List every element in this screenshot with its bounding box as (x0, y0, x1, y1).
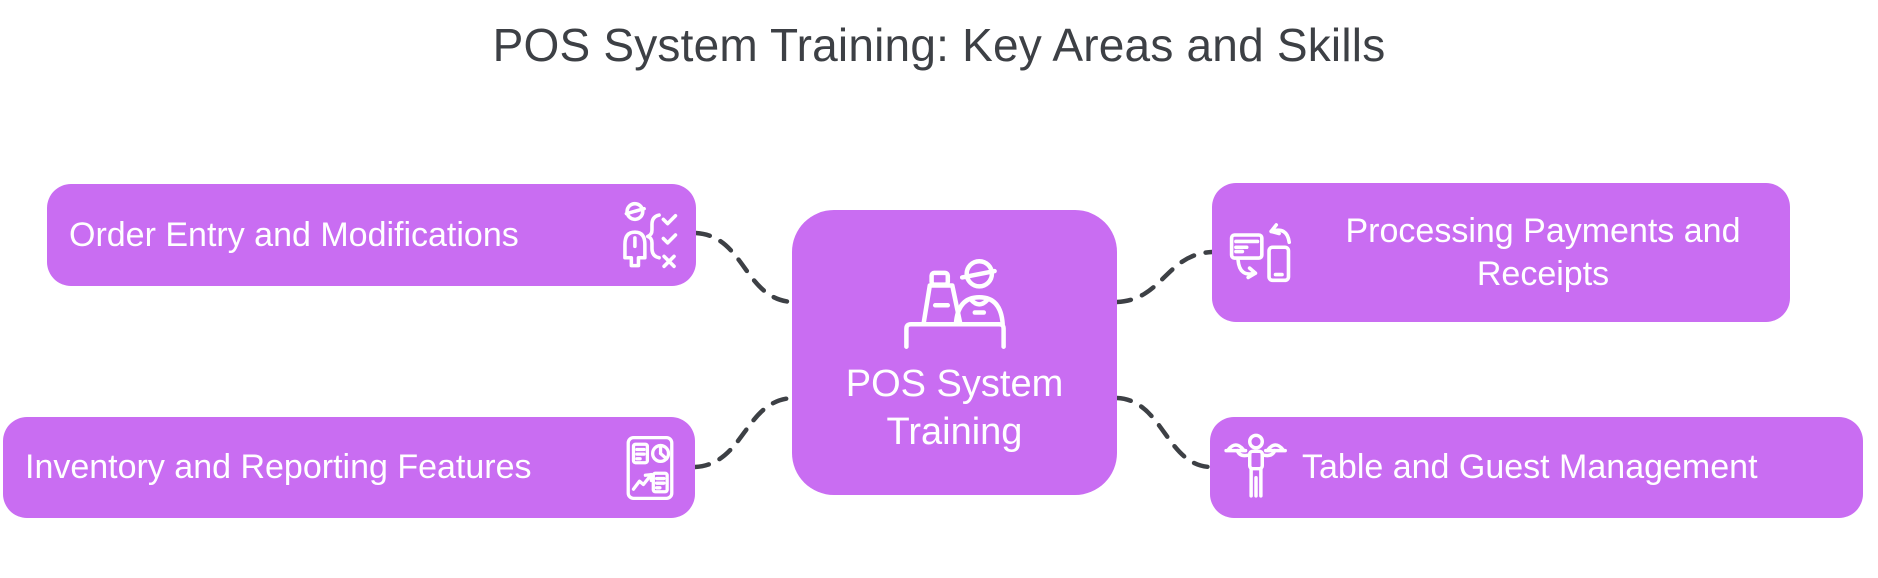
node-inventory-reporting[interactable]: Inventory and Reporting Features (3, 417, 695, 518)
node-order-entry-label: Order Entry and Modifications (69, 215, 519, 254)
waiter-trays-icon (1224, 433, 1287, 498)
connector-payments (1114, 249, 1215, 305)
central-node-label: POS System Training (845, 363, 1064, 453)
node-payments-receipts[interactable]: Processing Payments and Receipts (1212, 183, 1790, 322)
node-payments-receipts-label: Processing Payments and Receipts (1345, 212, 1741, 293)
node-order-entry[interactable]: Order Entry and Modifications (47, 184, 696, 286)
cashier-register-icon (903, 259, 1006, 350)
report-dashboard-icon (626, 435, 674, 500)
connector-table-guest (1114, 395, 1213, 470)
diagram-title: POS System Training: Key Areas and Skill… (492, 19, 1386, 71)
connector-order-entry (693, 230, 795, 305)
central-node-pos-system-training[interactable]: POS System Training (792, 210, 1117, 495)
node-inventory-reporting-label: Inventory and Reporting Features (25, 448, 532, 487)
connector-inventory (692, 395, 795, 470)
node-table-guest-label: Table and Guest Management (1302, 448, 1758, 487)
card-phone-transfer-icon (1229, 222, 1291, 282)
person-checklist-icon (623, 201, 678, 269)
node-table-guest[interactable]: Table and Guest Management (1210, 417, 1863, 518)
